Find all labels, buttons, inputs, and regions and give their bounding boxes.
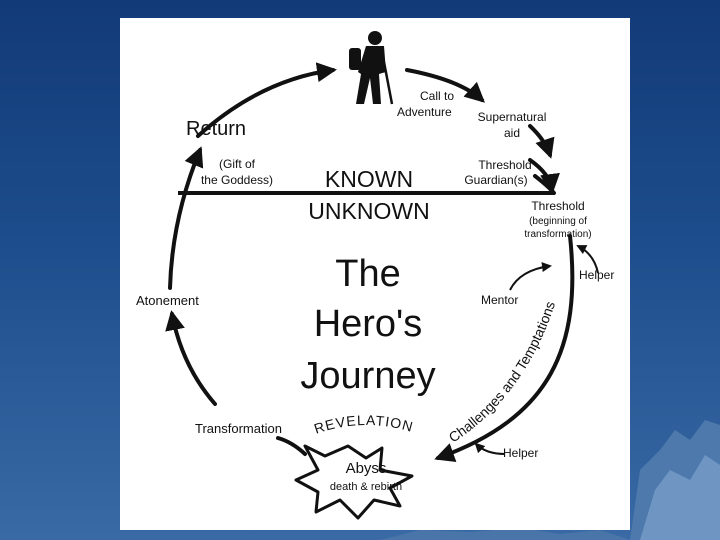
cycle-arrows	[165, 62, 575, 463]
guardian-label-1: Threshold	[478, 158, 531, 172]
supernatural-label-2: aid	[504, 126, 520, 140]
challenges-label: Challenges and Temptations	[446, 299, 558, 445]
gift-label-2: the Goddess)	[201, 173, 273, 187]
helper-bottom-label: Helper	[503, 446, 538, 460]
supernatural-label-1: Supernatural	[478, 110, 547, 124]
revelation-label: REVELATION	[312, 412, 415, 437]
threshold-title: Threshold	[531, 199, 584, 213]
title-line-2: Hero's	[314, 303, 423, 345]
known-label: KNOWN	[325, 166, 413, 192]
gift-label-1: (Gift of	[219, 157, 256, 171]
diagram-panel: The Hero's Journey KNOWN UNKNOWN Call to…	[120, 18, 630, 530]
transformation-label: Transformation	[195, 421, 282, 436]
arrow-helper-top	[576, 245, 599, 274]
arrow-supernatural-aid	[528, 124, 555, 159]
call-label-1: Call to	[420, 89, 454, 103]
hiker-icon	[349, 31, 394, 105]
helper-arrows	[474, 245, 599, 455]
title-line-3: Journey	[300, 355, 435, 397]
threshold-sub-2: transformation)	[524, 229, 591, 240]
atonement-label: Atonement	[136, 293, 199, 308]
abyss-sub-label: death & rebirth	[330, 481, 402, 493]
guardian-label-2: Guardian(s)	[464, 173, 527, 187]
abyss-label: Abyss	[346, 460, 387, 477]
return-label: Return	[186, 118, 246, 140]
arrow-transformation-to-atonement	[165, 310, 217, 406]
arrow-mentor	[509, 262, 552, 291]
mentor-label: Mentor	[481, 293, 518, 307]
arrow-call-to-adventure	[405, 68, 485, 103]
arrow-atonement-to-return	[168, 146, 204, 290]
heros-journey-diagram: The Hero's Journey KNOWN UNKNOWN Call to…	[136, 31, 614, 520]
title-line-1: The	[335, 253, 400, 295]
unknown-label: UNKNOWN	[308, 198, 429, 224]
starburst-icon	[294, 444, 414, 520]
arrow-threshold	[528, 158, 560, 194]
arrow-helper-bottom	[474, 442, 506, 455]
arrow-abyss-to-transformation	[276, 436, 307, 456]
call-label-2: Adventure	[397, 105, 452, 119]
arrow-challenges	[434, 234, 575, 463]
helper-top-label: Helper	[579, 268, 614, 282]
arrow-return-to-top	[196, 62, 337, 138]
threshold-sub-1: (beginning of	[529, 216, 587, 227]
